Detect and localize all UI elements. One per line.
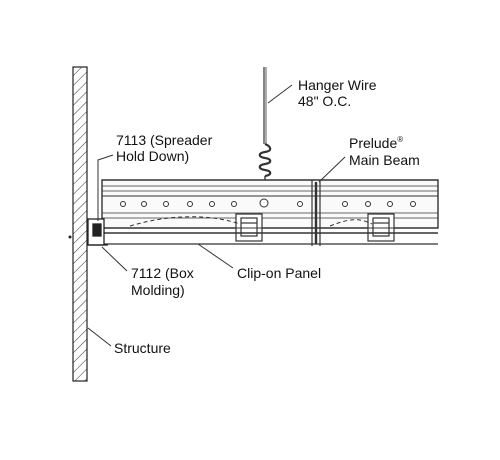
- label-hanger-wire-line2: 48" O.C.: [298, 93, 351, 109]
- label-hanger-wire-line1: Hanger Wire: [298, 77, 377, 93]
- label-spreader-line1: 7113 (Spreader: [116, 132, 213, 148]
- label-prelude-line1: Prelude®: [349, 135, 403, 151]
- leader-lines: [87, 84, 346, 347]
- clip-on-panel: [92, 216, 438, 245]
- label-box-molding-line2: Molding): [131, 282, 185, 298]
- label-prelude-line2: Main Beam: [349, 152, 420, 168]
- label-box-molding-line1: 7112 (Box: [131, 265, 194, 281]
- structure-wall: [68, 66, 88, 382]
- label-prelude-name: Prelude: [349, 135, 397, 151]
- label-structure: Structure: [114, 340, 171, 356]
- label-prelude-registered-mark: ®: [397, 135, 403, 144]
- box-molding: [87, 218, 108, 246]
- label-clip-on-panel: Clip-on Panel: [237, 265, 321, 281]
- label-spreader-line2: Hold Down): [116, 148, 189, 164]
